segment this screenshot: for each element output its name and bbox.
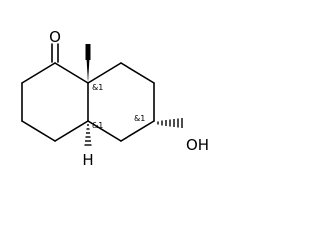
bond-c8a-c8	[87, 62, 122, 84]
hydrogen-hash-bond	[84, 124, 92, 146]
hydroxyl-hash-bond	[157, 118, 183, 128]
bond-c4-c4a	[54, 120, 89, 142]
methyl-wedge-bond	[86, 58, 90, 83]
molecule-structure: O OH H &1 &1 &1	[21, 28, 209, 169]
bond-c5-c4a	[87, 120, 122, 142]
bond-c1-c2	[21, 62, 56, 84]
methyl-wedge-top	[85, 44, 91, 60]
stereo-label-c6: &1	[134, 114, 145, 123]
stereo-label-c8a: &1	[92, 83, 103, 92]
oxygen-ketone-label: O	[49, 28, 61, 46]
hydroxyl-label: OH	[186, 136, 209, 154]
bond-c8-c7	[120, 62, 155, 84]
stereo-label-c4a: &1	[92, 121, 103, 130]
bond-c6-c5	[120, 120, 155, 142]
bond-c3-c4	[21, 120, 56, 142]
bond-c8a-c1	[54, 62, 89, 84]
hydrogen-label: H	[82, 151, 93, 169]
